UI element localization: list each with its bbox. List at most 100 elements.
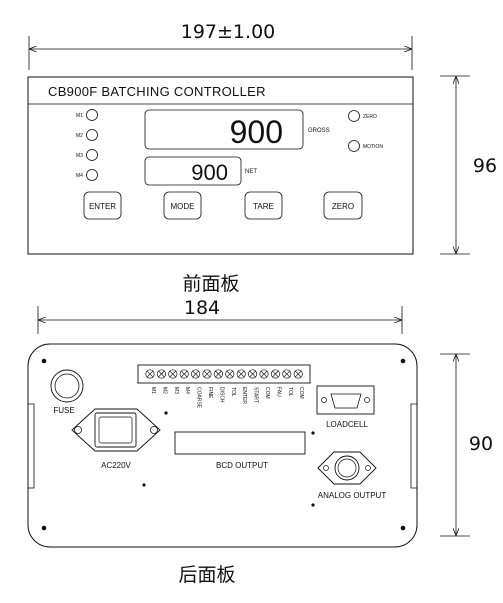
rear-height-dimension: 90 [440, 353, 493, 537]
terminal-screw-slot [226, 370, 234, 378]
mode-button-label: MODE [171, 202, 195, 211]
mount-dot [142, 483, 146, 487]
terminal-label: COM [264, 387, 270, 399]
fuse-holder: FUSE [50, 369, 84, 415]
indicator-m3: M3 [76, 149, 98, 161]
rear-width-label: 184 [184, 297, 220, 319]
terminal-label: FAU [275, 387, 281, 397]
mount-dot [311, 431, 315, 435]
terminal-screw [145, 369, 155, 379]
terminal-screw-slot [272, 370, 279, 378]
fuse-label: FUSE [53, 406, 74, 415]
net-display: 900 NET [144, 156, 257, 186]
indicator-m4-label: M4 [76, 173, 83, 179]
terminal-label: TOL [287, 387, 293, 397]
motion-status-light: MOTION [348, 140, 383, 152]
enter-button-label: ENTER [89, 202, 116, 211]
enter-button[interactable]: ENTER [83, 191, 122, 220]
zero-status-label: ZERO [363, 114, 377, 120]
loadcell-label: LOADCELL [326, 420, 368, 429]
terminal-screw-slot [146, 370, 154, 378]
indicator-m1: M1 [76, 109, 98, 121]
terminal-screw-slot [260, 370, 268, 378]
terminal-label: M4 [184, 387, 190, 394]
terminal-label: DISCH [218, 387, 224, 403]
terminal-screw-slot [283, 370, 291, 378]
terminal-screw [156, 369, 166, 379]
gross-value: 900 [230, 114, 283, 150]
screw-top-right [400, 358, 406, 364]
terminal-label: START [253, 387, 259, 403]
net-value: 900 [191, 160, 228, 185]
rear-panel: FUSE AC220V M1 M2 M3 M4 COARSE FINE DISCH TOL EN… [27, 343, 418, 548]
front-height-label: 96 [473, 155, 497, 177]
terminal-label: COM [298, 387, 304, 399]
tare-button[interactable]: TARE [244, 191, 283, 220]
zero-button[interactable]: ZERO [323, 191, 363, 220]
indicator-m3-label: M3 [76, 153, 83, 159]
zero-button-label: ZERO [332, 202, 354, 211]
terminal-label: TOL [230, 387, 236, 397]
terminal-screw [202, 369, 212, 379]
screw-bottom-right [400, 525, 406, 531]
terminal-screw-slot [180, 370, 188, 378]
terminal-screw-slot [169, 370, 177, 378]
analog-output-label: ANALOG OUTPUT [318, 491, 387, 500]
terminal-screw [282, 369, 292, 379]
power-label: AC220V [101, 461, 131, 470]
terminal-screw [168, 369, 178, 379]
terminal-screw [248, 369, 258, 379]
front-panel-caption: 前面板 [182, 273, 239, 295]
terminal-screw [236, 369, 246, 379]
net-label: NET [245, 169, 257, 175]
terminal-screw [270, 369, 280, 379]
terminal-screw [259, 369, 269, 379]
terminal-label: COARSE [196, 387, 202, 409]
terminal-labels: M1 M2 M3 M4 COARSE FINE DISCH TOL ENTER START COM F… [150, 387, 304, 409]
terminal-screw [179, 369, 189, 379]
analog-output-connector: ANALOG OUTPUT [317, 451, 387, 500]
terminal-block: M1 M2 M3 M4 COARSE FINE DISCH TOL ENTER START COM F… [137, 364, 311, 409]
front-height-dimension: 96 [440, 75, 497, 255]
terminal-screw [191, 369, 201, 379]
rear-width-dimension: 184 [37, 297, 403, 334]
screw-top-left [41, 358, 47, 364]
bcd-output-label: BCD OUTPUT [216, 461, 268, 470]
terminal-screw-slot [215, 370, 222, 378]
indicator-m2: M2 [76, 129, 98, 141]
terminal-screw [213, 369, 223, 379]
indicator-m4: M4 [76, 169, 98, 181]
terminal-label: M1 [150, 387, 156, 394]
terminal-label: M2 [161, 387, 167, 394]
terminal-screw-slot [294, 370, 302, 378]
motion-status-label: MOTION [363, 144, 383, 150]
power-socket: AC220V [71, 408, 161, 470]
front-panel-title: CB900F BATCHING CONTROLLER [48, 84, 266, 99]
front-width-label: 197±1.00 [181, 21, 276, 43]
terminal-screw-slot [237, 370, 245, 378]
bcd-output-connector: BCD OUTPUT [174, 431, 306, 470]
front-width-dimension: 197±1.00 [28, 21, 413, 70]
gross-label: GROSS [308, 128, 330, 134]
screw-bottom-left [41, 525, 47, 531]
tare-button-label: TARE [253, 202, 274, 211]
terminal-screws [145, 369, 303, 379]
terminal-screw-slot [249, 370, 256, 378]
terminal-screw-slot [158, 370, 165, 378]
terminal-screw-slot [203, 370, 211, 378]
loadcell-connector: LOADCELL [316, 385, 375, 429]
terminal-label: FINE [207, 387, 213, 399]
indicator-m1-label: M1 [76, 113, 83, 119]
front-panel: CB900F BATCHING CONTROLLER M1 M2 M3 M4 9… [27, 76, 414, 255]
terminal-label: M3 [173, 387, 179, 394]
rear-height-label: 90 [469, 433, 493, 455]
mount-dot [311, 503, 315, 507]
terminal-screw [293, 369, 303, 379]
mode-button[interactable]: MODE [163, 191, 202, 220]
terminal-label: ENTER [241, 387, 247, 404]
rear-panel-caption: 后面板 [178, 564, 235, 586]
terminal-screw-slot [192, 370, 199, 378]
indicator-m2-label: M2 [76, 133, 83, 139]
terminal-screw [225, 369, 235, 379]
